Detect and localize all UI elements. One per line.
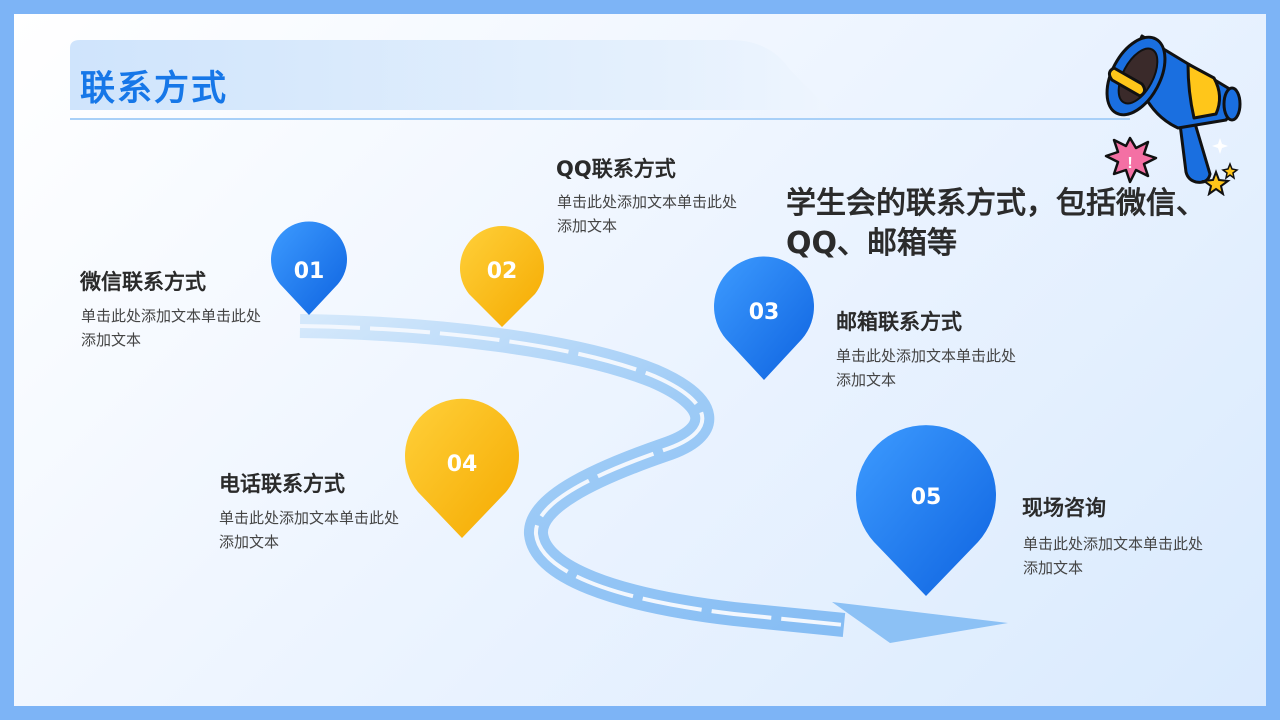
pin-04 bbox=[405, 398, 520, 538]
title-band bbox=[70, 40, 830, 110]
pin-number-04: 04 bbox=[446, 452, 478, 477]
pin-number-05: 05 bbox=[910, 485, 942, 510]
pin-03 bbox=[714, 256, 814, 380]
step-desc-02: 单击此处添加文本单击此处添加文本 bbox=[557, 193, 738, 235]
megaphone-icon: ! bbox=[1104, 34, 1242, 196]
headline: 学生会的联系方式，包括微信、QQ、邮箱等 bbox=[786, 186, 1206, 261]
step-desc-04: 单击此处添加文本单击此处添加文本 bbox=[219, 509, 400, 551]
slide: 联系方式 bbox=[14, 14, 1266, 706]
step-desc-01: 单击此处添加文本单击此处添加文本 bbox=[81, 307, 262, 349]
step-title-04: 电话联系方式 bbox=[219, 472, 345, 496]
pin-number-02: 02 bbox=[486, 259, 518, 284]
pin-number-01: 01 bbox=[293, 259, 325, 284]
pin-02 bbox=[460, 226, 544, 327]
step-desc-05: 单击此处添加文本单击此处添加文本 bbox=[1023, 535, 1204, 577]
pin-05 bbox=[856, 425, 996, 596]
title-divider bbox=[70, 118, 1130, 120]
alert-glyph: ! bbox=[1127, 155, 1132, 172]
step-title-05: 现场咨询 bbox=[1022, 496, 1106, 520]
pin-layer bbox=[271, 221, 996, 596]
step-desc-03: 单击此处添加文本单击此处添加文本 bbox=[836, 347, 1017, 389]
step-title-03: 邮箱联系方式 bbox=[836, 310, 962, 334]
step-title-02: QQ联系方式 bbox=[556, 157, 676, 181]
pin-number-03: 03 bbox=[748, 300, 780, 325]
step-title-01: 微信联系方式 bbox=[80, 270, 206, 294]
road-path bbox=[299, 314, 1008, 643]
road-arrowhead bbox=[832, 602, 1008, 643]
page-title: 联系方式 bbox=[80, 69, 229, 109]
pin-01 bbox=[271, 221, 347, 315]
